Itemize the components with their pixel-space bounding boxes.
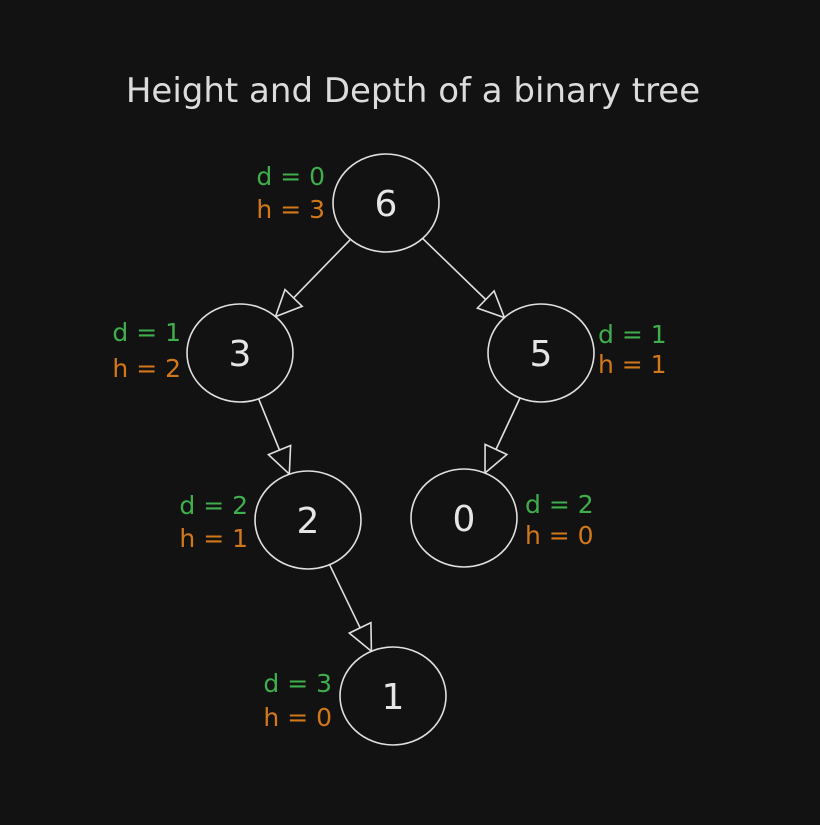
tree-node-5: 5 [487,303,595,403]
depth-label: d = 3 [263,669,332,698]
depth-label: d = 2 [525,490,594,519]
edge-n3-n2 [257,398,292,476]
tree-node-2: 2 [254,470,362,570]
edge-n6-n5 [422,237,506,319]
arrowhead-icon [274,288,304,318]
node-value: 6 [375,184,398,225]
edge-line [257,398,281,451]
depth-label: d = 1 [112,318,181,347]
height-label: h = 0 [525,521,594,550]
edge-n5-n0 [484,397,521,475]
edge-line [293,238,352,299]
tree-node-0: 0 [410,468,518,568]
height-label: h = 2 [112,354,181,383]
depth-label: d = 1 [598,320,667,349]
diagram-title: Height and Depth of a binary tree [126,71,700,111]
height-label: h = 1 [598,350,667,379]
depth-label: d = 0 [256,162,325,191]
node-value: 0 [453,499,476,540]
arrowhead-icon [484,443,509,475]
nodes-layer: 6 3 5 2 0 1 [186,153,595,746]
tree-node-6: 6 [332,153,440,253]
node-circle [332,153,440,253]
arrowhead-icon [347,621,373,654]
tree-node-3: 3 [186,303,294,403]
edge-line [422,237,487,301]
node-circle [487,303,595,403]
edge-line [328,564,361,629]
arrowhead-icon [266,444,292,476]
arrowhead-icon [475,289,506,319]
node-circle [339,646,447,746]
node-value: 5 [530,334,553,375]
node-value: 1 [382,677,405,718]
node-value: 2 [297,501,320,542]
edges-layer [257,237,521,654]
depth-label: d = 2 [179,491,248,520]
height-label: h = 1 [179,524,248,553]
node-circle [254,470,362,570]
node-circle [410,468,518,568]
tree-node-1: 1 [339,646,447,746]
labels-layer: d = 0h = 3d = 1h = 2d = 1h = 1d = 2h = 1… [112,162,666,732]
node-value: 3 [229,334,252,375]
node-circle [186,303,294,403]
edge-n6-n3 [274,238,352,318]
height-label: h = 3 [256,195,325,224]
height-label: h = 0 [263,703,332,732]
edge-line [495,397,521,450]
edge-n2-n1 [328,564,373,654]
